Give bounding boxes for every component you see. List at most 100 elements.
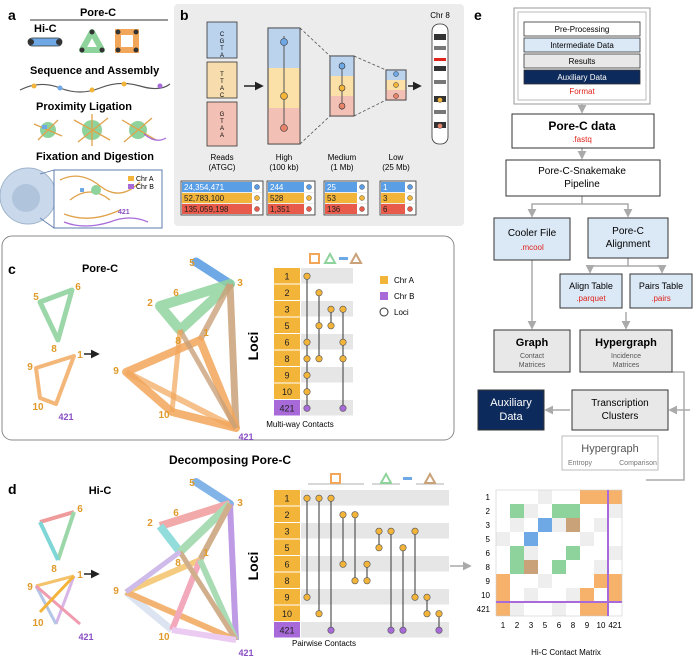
legend-c-loci-swatch <box>379 307 389 317</box>
hyper2-sub1: Entropy <box>568 460 593 467</box>
hyperedge-node <box>339 355 347 363</box>
matrix-row-label: 10 <box>481 591 490 600</box>
locus-row-band <box>301 556 449 572</box>
hyperedge-node <box>339 404 347 412</box>
value-text: 1,351 <box>270 205 291 214</box>
locus-row-band <box>301 523 449 539</box>
high-bin-dot <box>280 38 288 46</box>
locus-row-header <box>274 605 300 621</box>
locus-label: 2 <box>284 510 289 520</box>
legend-chr-a-swatch <box>128 176 134 181</box>
node-label: 8 <box>51 344 57 355</box>
value-text: 135,059,198 <box>184 205 229 214</box>
node-label: 8 <box>175 336 181 347</box>
locus-row-header <box>274 268 300 284</box>
contact-cell <box>510 574 524 588</box>
contact-cell <box>608 588 622 602</box>
hyper2-node <box>561 435 659 471</box>
legend-results-box <box>523 53 641 69</box>
node-label: 5 <box>33 292 39 303</box>
hyperedge-node <box>327 494 335 502</box>
matrix-row-label: 2 <box>486 507 491 516</box>
value-cell <box>381 193 405 203</box>
contact-cell <box>538 518 552 532</box>
resolution-name: High <box>276 153 292 162</box>
contact-cell <box>524 518 538 532</box>
value-table-frame <box>180 180 264 216</box>
value-text: 3 <box>383 194 388 203</box>
locus-row-band <box>301 367 353 383</box>
pipeline-title-1: Pore-C-Snakemake <box>538 166 626 177</box>
contact-cell <box>524 532 538 546</box>
contact-cell <box>566 560 580 574</box>
cooler-title: Cooler File <box>508 228 557 239</box>
locus-row-header <box>274 383 300 399</box>
resolution-sub: (25 Mb) <box>382 163 410 172</box>
locus-label: 6 <box>284 560 289 570</box>
contact-cell <box>496 588 510 602</box>
locus-label: 10 <box>282 387 292 397</box>
legend-chr-a: Chr A <box>136 176 154 183</box>
legend-c-label: Chr B <box>394 292 414 301</box>
contact-cell <box>538 588 552 602</box>
contact-cell <box>594 574 608 588</box>
high-to-medium-connector <box>299 27 331 145</box>
value-text: 25 <box>327 183 336 192</box>
locus-row-header <box>274 589 300 605</box>
locus-label: 421 <box>279 404 294 414</box>
hyperedge-node <box>423 593 431 601</box>
medium-bin-dot <box>338 84 346 92</box>
contact-cell <box>552 546 566 560</box>
locus-row-band <box>301 400 353 416</box>
locus-label: 8 <box>284 354 289 364</box>
hyperedge-node <box>315 355 323 363</box>
loci-axis-c: Loci <box>245 332 261 361</box>
locus-row-header <box>274 367 300 383</box>
low-bin-dot <box>393 71 399 77</box>
legend-c-chr-a-swatch <box>380 276 388 284</box>
value-text: 136 <box>327 205 341 214</box>
sequence-letter: A <box>220 53 224 59</box>
high-bin-dot <box>280 92 288 100</box>
ligation-blob-2 <box>73 114 111 146</box>
contact-cell <box>496 518 510 532</box>
node-label: 2 <box>147 298 153 309</box>
value-cell-marker <box>407 206 413 212</box>
matrix-col-label: 421 <box>608 621 622 630</box>
hyperedge-node <box>315 322 323 330</box>
hyperedge-node <box>351 511 359 519</box>
contact-cell <box>580 504 594 518</box>
contact-cell <box>524 574 538 588</box>
value-cell-marker <box>254 206 260 212</box>
contact-blob <box>91 185 101 195</box>
node-label: 9 <box>113 586 119 597</box>
read-block-blue <box>206 21 238 59</box>
hypergraph-title: Hypergraph <box>595 337 657 349</box>
panel-e: e Pre-Processing Intermediate Data Resul… <box>474 7 693 481</box>
locus-row-band <box>301 506 449 522</box>
panel-c-title: Pore-C <box>82 263 118 275</box>
node-label: 9 <box>113 366 119 377</box>
locus-row-band <box>301 490 449 506</box>
locus-row-band <box>301 334 353 350</box>
contact-cell <box>496 504 510 518</box>
big-graph-c <box>122 257 240 432</box>
hyperedge-node <box>315 289 323 297</box>
value-cell-marker <box>254 195 260 201</box>
value-cell <box>182 193 252 203</box>
ligation-blob-1 <box>33 119 63 141</box>
value-cell-marker <box>306 184 312 190</box>
locus-row-band <box>301 572 449 588</box>
node-label: 9 <box>27 582 33 593</box>
value-cell <box>268 204 304 214</box>
triangle-node <box>99 47 105 53</box>
panel-b-background <box>174 4 464 226</box>
hyperedge-node <box>339 560 347 568</box>
contact-cell <box>566 546 580 560</box>
node-label: 10 <box>158 632 170 643</box>
sequence-letter: A <box>220 126 224 132</box>
contact-cell <box>538 490 552 504</box>
